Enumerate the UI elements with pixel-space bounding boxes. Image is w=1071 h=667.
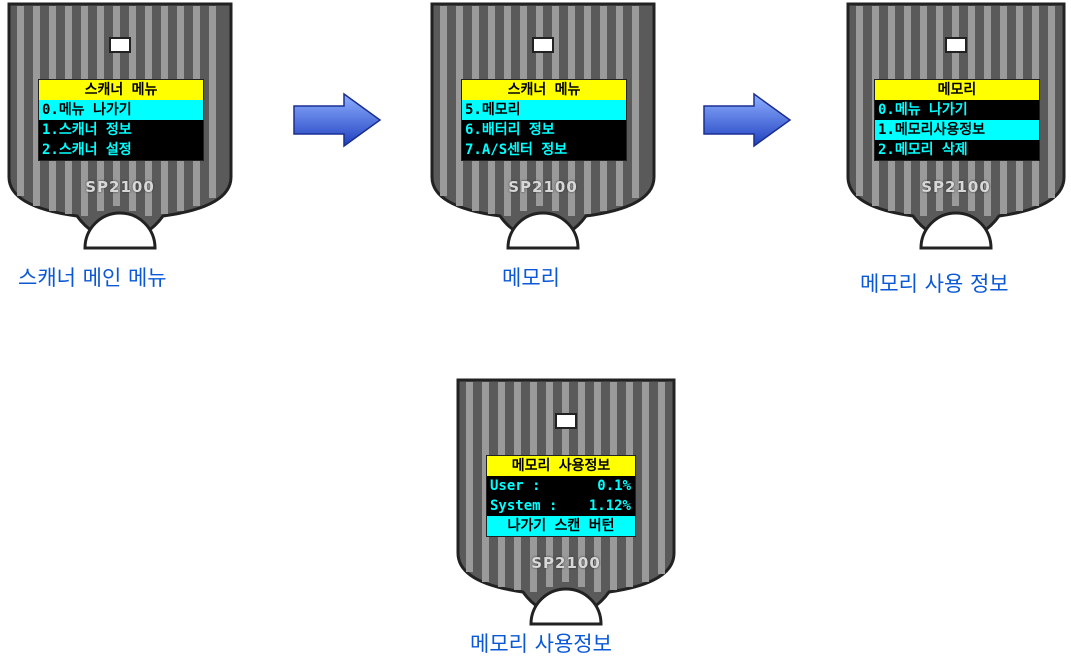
- menu-item-memory[interactable]: 5.메모리: [462, 100, 626, 120]
- caption-main-menu: 스캐너 메인 메뉴: [18, 266, 167, 290]
- system-usage-row: System : 1.12%: [487, 496, 635, 516]
- user-usage-row: User : 0.1%: [487, 476, 635, 496]
- lcd-screen: 스캐너 메뉴 0.메뉴 나가기 1.스캐너 정보 2.스캐너 설정: [38, 79, 204, 161]
- system-usage-value: 1.12%: [588, 498, 631, 514]
- model-label: SP2100: [85, 178, 155, 196]
- screen-title: 스캐너 메뉴: [39, 80, 203, 100]
- menu-item-memory-usage-info[interactable]: 1.메모리사용정보: [875, 120, 1039, 140]
- scanner-device-memory-usage-menu: 메모리 0.메뉴 나가기 1.메모리사용정보 2.메모리 삭제 SP2100: [842, 2, 1071, 252]
- system-usage-label: System :: [490, 498, 558, 514]
- lcd-screen: 메모리 0.메뉴 나가기 1.메모리사용정보 2.메모리 삭제: [874, 79, 1040, 161]
- caption-memory-usage-detail: 메모리 사용정보: [470, 632, 612, 656]
- scanner-device-memory-menu: 스캐너 메뉴 5.메모리 6.배터리 정보 7.A/S센터 정보 SP2100: [426, 2, 660, 252]
- caption-memory: 메모리: [502, 266, 560, 290]
- menu-item-battery-info[interactable]: 6.배터리 정보: [462, 120, 626, 140]
- exit-scan-button-hint[interactable]: 나가기 스캔 버턴: [487, 516, 635, 536]
- menu-item-scanner-settings[interactable]: 2.스캐너 설정: [39, 140, 203, 160]
- menu-item-scanner-info[interactable]: 1.스캐너 정보: [39, 120, 203, 140]
- lcd-screen: 스캐너 메뉴 5.메모리 6.배터리 정보 7.A/S센터 정보: [461, 79, 627, 161]
- right-arrow-icon: [703, 92, 792, 148]
- menu-item-exit[interactable]: 0.메뉴 나가기: [39, 100, 203, 120]
- right-arrow-icon: [293, 92, 382, 148]
- menu-item-memory-delete[interactable]: 2.메모리 삭제: [875, 140, 1039, 160]
- menu-item-as-center-info[interactable]: 7.A/S센터 정보: [462, 140, 626, 160]
- screen-title: 스캐너 메뉴: [462, 80, 626, 100]
- caption-memory-usage-info: 메모리 사용 정보: [860, 272, 1009, 296]
- scanner-device-main-menu: 스캐너 메뉴 0.메뉴 나가기 1.스캐너 정보 2.스캐너 설정 SP2100: [3, 2, 237, 252]
- lcd-screen: 메모리 사용정보 User : 0.1% System : 1.12% 나가기 …: [486, 455, 636, 537]
- screen-title: 메모리 사용정보: [487, 456, 635, 476]
- model-label: SP2100: [508, 178, 578, 196]
- screen-title: 메모리: [875, 80, 1039, 100]
- scanner-device-memory-usage-detail: 메모리 사용정보 User : 0.1% System : 1.12% 나가기 …: [452, 378, 686, 630]
- model-label: SP2100: [531, 554, 601, 572]
- model-label: SP2100: [921, 178, 991, 196]
- user-usage-label: User :: [490, 478, 541, 494]
- user-usage-value: 0.1%: [597, 478, 631, 494]
- menu-item-exit[interactable]: 0.메뉴 나가기: [875, 100, 1039, 120]
